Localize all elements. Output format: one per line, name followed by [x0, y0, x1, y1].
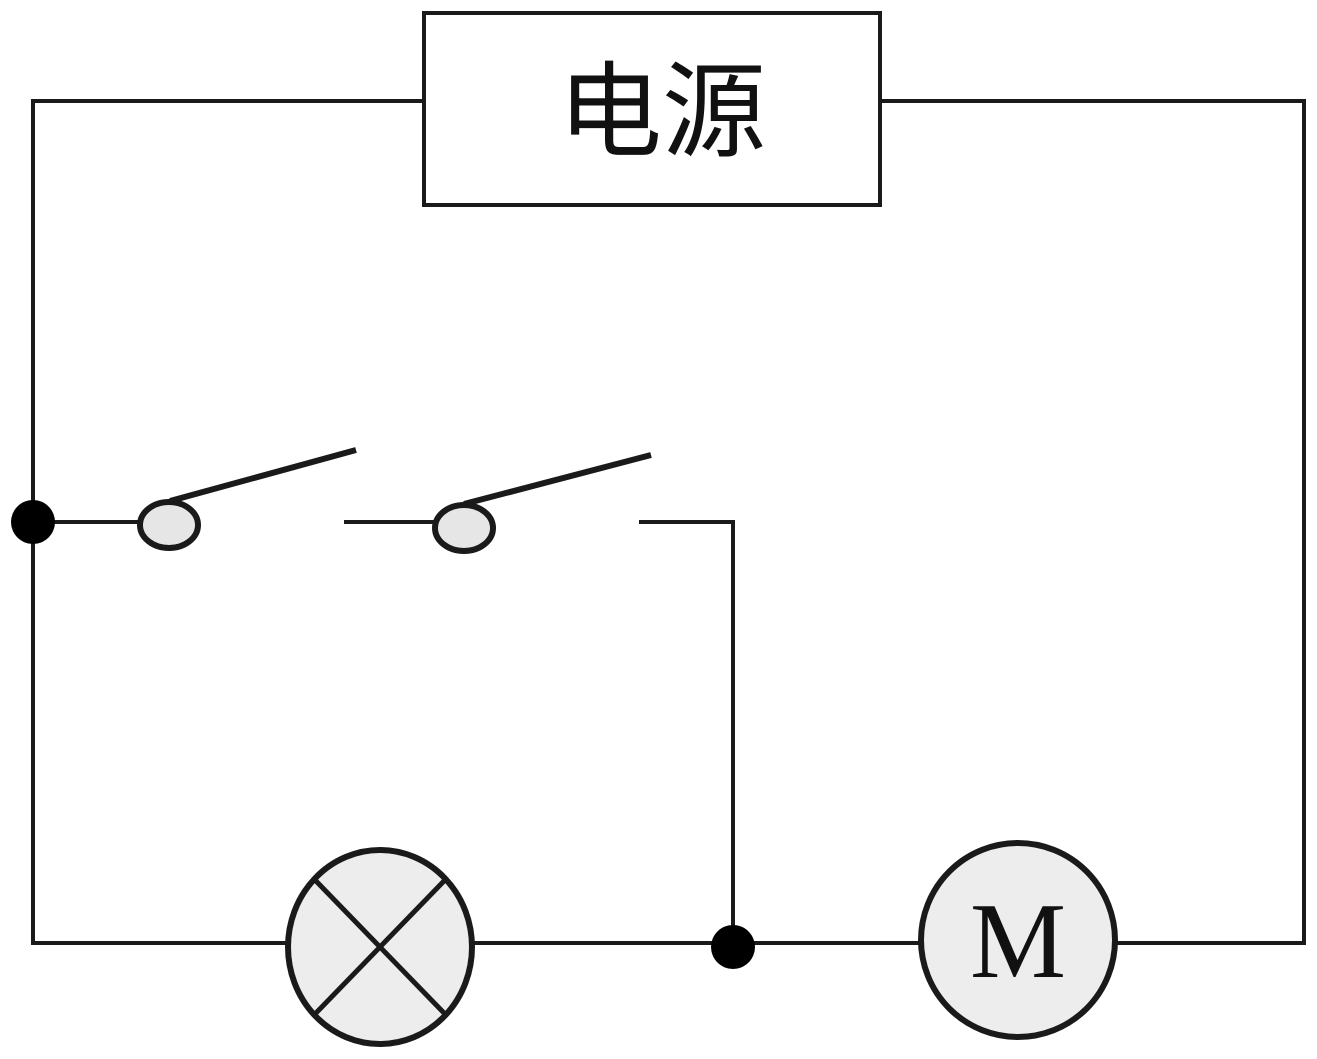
junction-node-bottom	[711, 925, 755, 969]
switch-1-pivot	[137, 499, 201, 551]
lamp	[285, 847, 475, 1047]
lamp-cross-line-2	[314, 879, 446, 1015]
switch-2-pivot	[432, 502, 496, 554]
switch-2	[432, 452, 652, 554]
power-supply: 电源	[422, 11, 882, 207]
switch-2-lever	[463, 452, 652, 507]
motor-label: M	[970, 882, 1066, 1001]
power-supply-label: 电源	[558, 51, 766, 173]
switch-1	[137, 447, 357, 551]
switch-1-lever	[169, 447, 357, 504]
motor: M	[918, 840, 1118, 1040]
wire-top-right	[878, 99, 1306, 945]
wiring	[31, 99, 1306, 945]
wire-switch2-to-junction	[639, 520, 735, 945]
junction-node-left	[11, 500, 55, 544]
motor-body	[918, 840, 1118, 1040]
power-supply-box	[422, 11, 882, 207]
